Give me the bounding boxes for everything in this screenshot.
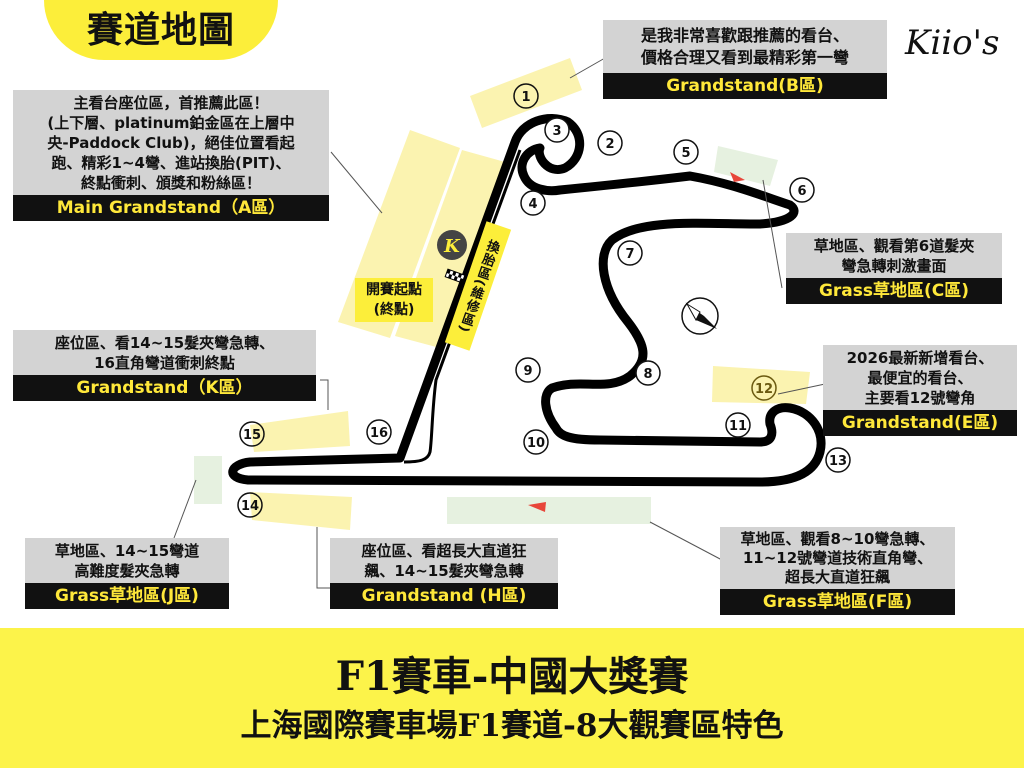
zone-b-callout: 是我非常喜歡跟推薦的看台、 價格合理又看到最精彩第一彎 Grandstand(B… (603, 20, 887, 99)
svg-text:8: 8 (643, 367, 652, 382)
leader-j (173, 479, 197, 539)
grass-zones (194, 146, 778, 524)
zone-k-description: 座位區、看14~15髮夾彎急轉、 16直角彎道衝刺終點 (54, 334, 275, 372)
leader-k (320, 379, 329, 410)
leader-lines (173, 57, 826, 589)
turn-10: 10 (523, 429, 549, 455)
start-finish-text: 開賽起點 (終點) (366, 282, 422, 318)
turn-4: 4 (520, 190, 546, 216)
svg-text:K: K (443, 236, 461, 257)
turn-6: 6 (789, 177, 815, 203)
leader-e (777, 383, 826, 395)
marker-red-f (528, 502, 546, 512)
zone-e-description: 2026最新新增看台、 最便宜的看台、 主要看12號彎角 (846, 349, 994, 407)
svg-text:3: 3 (552, 124, 561, 139)
zone-e-tag: Grandstand(E區) (823, 410, 1017, 436)
turn-13: 13 (825, 447, 851, 473)
zone-k-tag: Grandstand（K區） (13, 375, 316, 401)
turn-8: 8 (635, 360, 661, 386)
svg-text:1: 1 (521, 90, 530, 105)
svg-text:10: 10 (527, 436, 545, 451)
zone-a-description: 主看台座位區，首推薦此區！ (上下層、platinum鉑金區在上層中 央-Pad… (47, 94, 295, 192)
turn-9: 9 (515, 357, 541, 383)
leader-h (316, 527, 330, 589)
svg-text:7: 7 (625, 247, 634, 262)
turn-3: 3 (544, 117, 570, 143)
zone-j-callout: 草地區、14~15彎道 高難度髮夾急轉 Grass草地區(J區) (25, 538, 229, 609)
footer-banner: F1賽車-中國大獎賽 上海國際賽車場F1賽道-8大觀賽區特色 (0, 628, 1024, 768)
zone-j-description: 草地區、14~15彎道 高難度髮夾急轉 (54, 542, 200, 580)
compass-icon (681, 297, 719, 335)
turn-11: 11 (725, 412, 751, 438)
zone-h-tag: Grandstand (H區) (330, 583, 558, 609)
zone-j-tag: Grass草地區(J區) (25, 583, 229, 609)
turn-1: 1 (513, 83, 539, 109)
pit-lane (403, 149, 522, 464)
zone-a-tag: Main Grandstand（A區） (13, 195, 329, 221)
zone-h-description: 座位區、看超長大直道狂 飆、14~15髮夾彎急轉 (361, 542, 527, 580)
banner-title: F1賽車-中國大獎賽 (335, 653, 689, 700)
zone-c-grass (714, 146, 778, 186)
turn-7: 7 (617, 240, 643, 266)
turn-14: 14 (237, 492, 263, 518)
leader-f (649, 521, 723, 561)
svg-text:12: 12 (755, 382, 773, 397)
zone-k-stand (250, 411, 350, 452)
brand-logo: Kiio's (905, 23, 1000, 63)
zone-f-description: 草地區、觀看8~10彎急轉、 11~12號彎道技術直角彎、 超長大直道狂飆 (740, 530, 935, 586)
title-tab: 賽道地圖 (44, 0, 278, 60)
svg-text:14: 14 (241, 499, 259, 514)
turn-15: 15 (239, 421, 265, 447)
zone-c-tag: Grass草地區(C區) (786, 278, 1002, 304)
turn-2: 2 (597, 130, 623, 156)
svg-text:9: 9 (523, 364, 532, 379)
svg-text:11: 11 (729, 419, 747, 434)
zone-c-description: 草地區、觀看第6道髮夾 彎急轉刺激畫面 (813, 237, 975, 275)
start-finish-label: 開賽起點 (終點) (355, 278, 433, 322)
turn-markers: 1 2 3 4 5 6 7 8 9 10 11 12 13 14 15 16 (237, 83, 851, 518)
turn-5: 5 (673, 139, 699, 165)
leader-a (330, 151, 383, 214)
leader-b (569, 57, 606, 79)
track-main (228, 114, 826, 487)
banner-subtitle: 上海國際賽車場F1賽道-8大觀賽區特色 (240, 708, 784, 744)
zone-a-callout: 主看台座位區，首推薦此區！ (上下層、platinum鉑金區在上層中 央-Pad… (13, 90, 329, 221)
zone-h-stand (250, 492, 352, 530)
zone-f-callout: 草地區、觀看8~10彎急轉、 11~12號彎道技術直角彎、 超長大直道狂飆 Gr… (720, 527, 955, 615)
zone-j-grass (194, 456, 222, 504)
zone-e-stand (712, 366, 810, 404)
zone-b-stand (470, 58, 582, 128)
zone-f-tag: Grass草地區(F區) (720, 589, 955, 615)
svg-text:2: 2 (605, 137, 614, 152)
svg-text:6: 6 (797, 184, 806, 199)
marker-red-c (730, 172, 745, 182)
svg-text:15: 15 (243, 428, 261, 443)
zone-h-callout: 座位區、看超長大直道狂 飆、14~15髮夾彎急轉 Grandstand (H區) (330, 538, 558, 609)
turn-16: 16 (366, 419, 392, 445)
location-pin-icon: K (437, 230, 467, 260)
leader-c (762, 179, 783, 289)
svg-text:5: 5 (681, 146, 690, 161)
zone-k-callout: 座位區、看14~15髮夾彎急轉、 16直角彎道衝刺終點 Grandstand（K… (13, 330, 316, 401)
zone-c-callout: 草地區、觀看第6道髮夾 彎急轉刺激畫面 Grass草地區(C區) (786, 233, 1002, 304)
svg-text:16: 16 (370, 426, 388, 441)
zone-e-callout: 2026最新新增看台、 最便宜的看台、 主要看12號彎角 Grandstand(… (823, 345, 1017, 436)
zone-f-grass (447, 497, 651, 524)
checkered-flag-icon (444, 268, 466, 284)
zone-b-description: 是我非常喜歡跟推薦的看台、 價格合理又看到最精彩第一彎 (640, 26, 849, 67)
svg-text:13: 13 (829, 454, 847, 469)
turn-12: 12 (751, 375, 777, 401)
zone-b-tag: Grandstand(B區) (603, 73, 887, 99)
svg-text:4: 4 (528, 197, 537, 212)
page-title: 賽道地圖 (86, 9, 235, 51)
